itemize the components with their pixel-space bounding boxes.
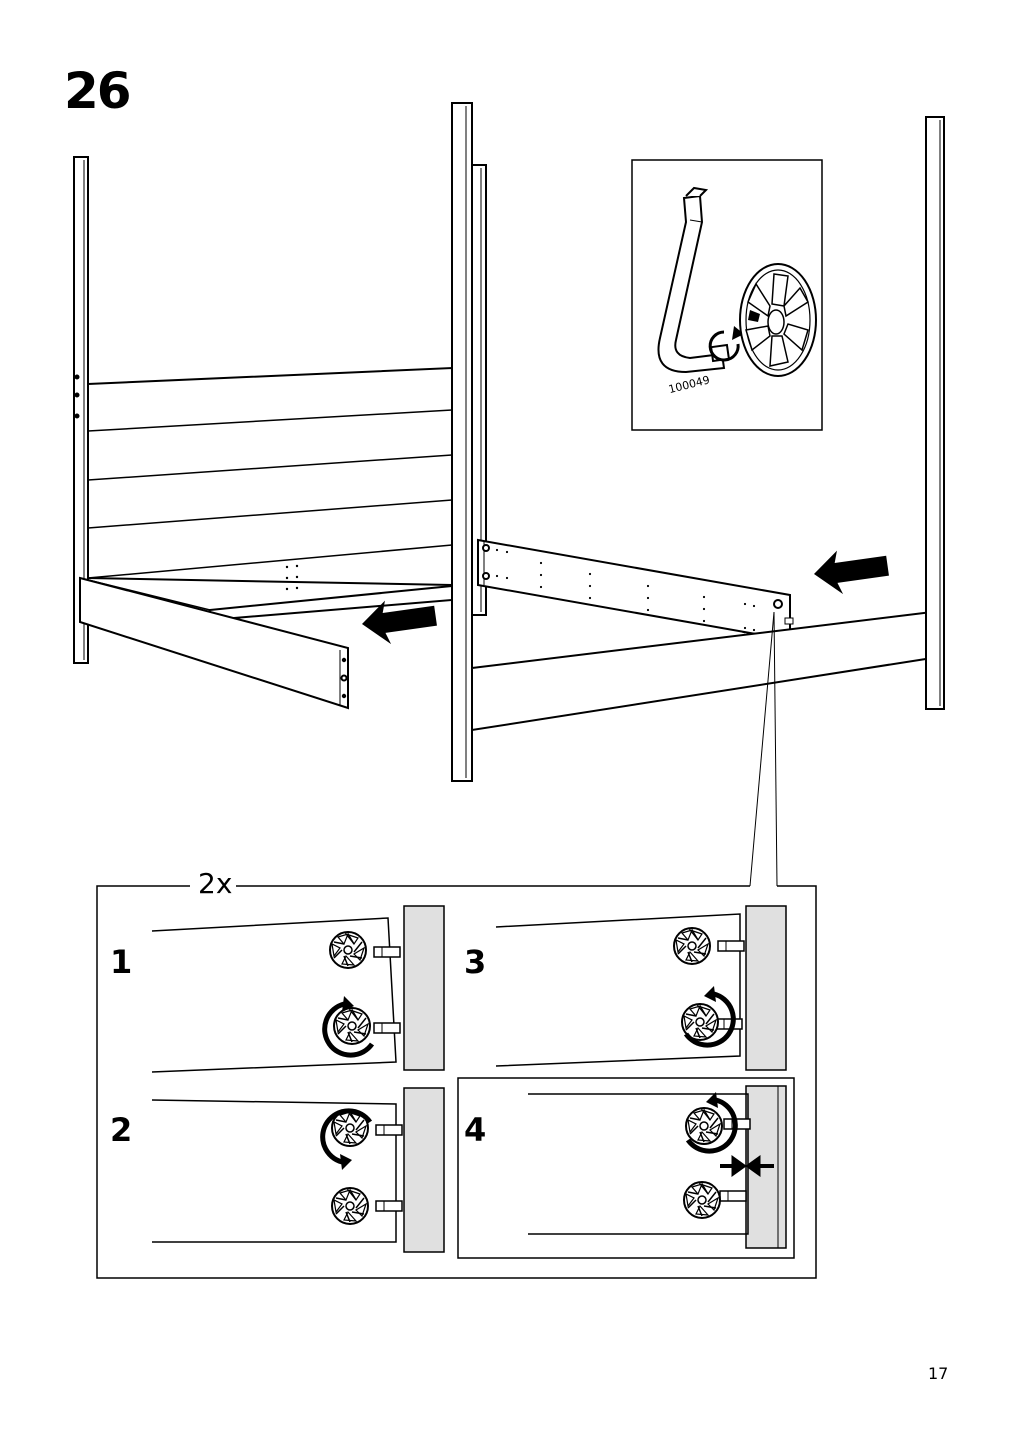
post-back-right (925, 116, 945, 710)
side-rail-right (477, 538, 791, 642)
cam-lock-icon (739, 263, 817, 377)
compress-arrows-icon (720, 1155, 774, 1177)
quantity-multiplier: 2x (196, 867, 235, 900)
push-arrow-icon (811, 543, 891, 598)
substep-number: 3 (464, 943, 487, 981)
cam-lock-icon (331, 1187, 369, 1225)
post-front-left (451, 102, 473, 782)
post-middle (471, 164, 487, 616)
page-number: 17 (928, 1364, 949, 1383)
cam-lock-icon (673, 927, 711, 965)
cam-lock-icon (685, 1107, 723, 1145)
substep-3-illustration (495, 905, 787, 1071)
substep-number: 2 (110, 1111, 133, 1149)
tool-detail-box: 100049 (631, 159, 823, 431)
footboard (471, 610, 933, 732)
substep-2-illustration (151, 1087, 445, 1253)
bed-frame (73, 102, 945, 782)
cam-lock-icon (329, 931, 367, 969)
callout-lines (749, 611, 778, 887)
step-number: 26 (64, 62, 132, 120)
cam-lock-icon (333, 1007, 371, 1045)
steps-panel (96, 885, 817, 1279)
cam-lock-icon (683, 1181, 721, 1219)
side-rail-left (79, 576, 349, 710)
substep-number: 1 (110, 943, 133, 981)
substep-1-illustration (151, 905, 445, 1073)
substep-4-illustration (457, 1077, 795, 1259)
rotate-arrow-icon (708, 326, 744, 362)
substep-number: 4 (464, 1111, 487, 1149)
